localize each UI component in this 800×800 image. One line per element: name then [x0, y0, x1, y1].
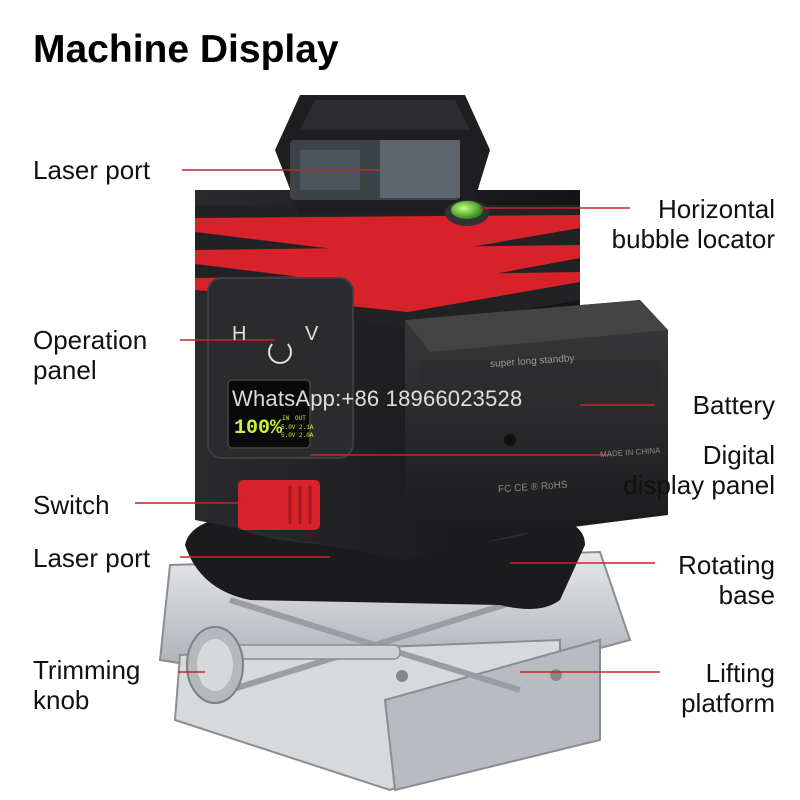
battery-pack: [405, 300, 668, 540]
watermark-text: WhatsApp:+86 18966023528: [232, 386, 523, 411]
label-battery: Battery: [692, 390, 775, 420]
label-laser-port-bottom: Laser port: [33, 543, 151, 573]
button-h-label[interactable]: H: [232, 323, 247, 345]
power-icon[interactable]: [268, 340, 292, 364]
page-title: Machine Display: [33, 28, 339, 71]
bubble-locator: [445, 200, 489, 226]
label-laser-port-top: Laser port: [33, 155, 151, 185]
lcd-row2: 5.0V 2.0A: [281, 432, 314, 439]
label-switch: Switch: [33, 490, 110, 520]
button-v-label[interactable]: V: [305, 323, 319, 345]
switch-shape[interactable]: [238, 480, 320, 530]
top-laser-housing: [275, 95, 490, 215]
lcd-out: OUT: [295, 415, 306, 422]
lcd-row1: 5.0V 2.1A: [281, 424, 314, 431]
lcd-in: IN: [282, 415, 290, 422]
callout-lines: [135, 169, 660, 673]
trimming-knob[interactable]: [186, 626, 401, 704]
lcd-display: [227, 379, 311, 449]
lcd-value: 100%: [234, 417, 283, 440]
